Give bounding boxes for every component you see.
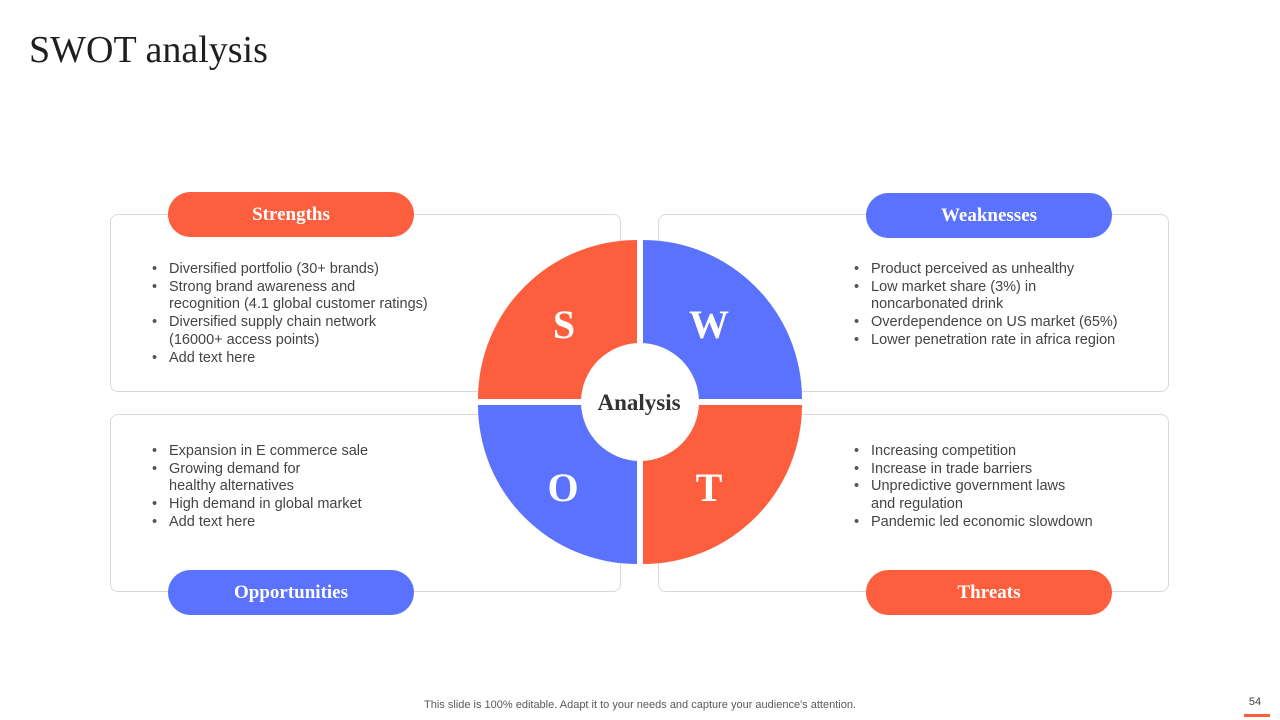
bullet-item: High demand in global market <box>150 496 480 514</box>
bullet-item: Expansion in E commerce sale <box>150 443 480 461</box>
weaknesses-list: Product perceived as unhealthyLow market… <box>852 261 1152 350</box>
page-number-underline <box>1244 714 1270 717</box>
bullet-line: Add text here <box>169 513 256 530</box>
wheel-segment-t <box>643 405 802 564</box>
letter-t: T <box>696 465 723 510</box>
opportunities-pill: Opportunities <box>168 570 414 615</box>
bullet-item: Pandemic led economic slowdown <box>852 514 1152 532</box>
bullet-line: Unpredictive government laws <box>871 478 1066 495</box>
bullet-line: and regulation <box>871 496 963 513</box>
bullet-line: Lower penetration rate in africa region <box>871 331 1116 348</box>
bullet-line: Strong brand awareness and <box>169 278 356 295</box>
bullet-line: recognition (4.1 global customer ratings… <box>169 296 428 313</box>
bullet-line: (16000+ access points) <box>169 331 320 348</box>
bullet-line: Diversified portfolio (30+ brands) <box>169 261 379 277</box>
bullet-item: Increase in trade barriers <box>852 461 1152 479</box>
bullet-item: Add text here <box>150 350 480 368</box>
strengths-list: Diversified portfolio (30+ brands)Strong… <box>150 261 480 367</box>
weaknesses-pill: Weaknesses <box>866 193 1112 238</box>
letter-o: O <box>547 465 578 510</box>
wheel-segment-o <box>478 405 637 564</box>
bullet-line: Growing demand for <box>169 460 301 477</box>
bullet-item: Diversified supply chain network(16000+ … <box>150 314 480 349</box>
threats-pill: Threats <box>866 570 1112 615</box>
letter-s: S <box>553 302 575 347</box>
bullet-line: Overdependence on US market (65%) <box>871 314 1118 331</box>
strengths-pill: Strengths <box>168 192 414 237</box>
letter-w: W <box>689 302 729 347</box>
page-title: SWOT analysis <box>29 29 268 71</box>
bullet-line: Pandemic led economic slowdown <box>871 513 1093 530</box>
center-label: Analysis <box>597 390 680 415</box>
swot-wheel: S W O T Analysis <box>478 240 802 564</box>
bullet-line: Low market share (3%) in <box>871 278 1037 295</box>
bullet-item: Lower penetration rate in africa region <box>852 332 1152 350</box>
bullet-line: healthy alternatives <box>169 478 294 495</box>
wheel-segment-w <box>643 240 802 399</box>
footer-note: This slide is 100% editable. Adapt it to… <box>424 699 856 711</box>
bullet-item: Add text here <box>150 514 480 532</box>
bullet-item: Diversified portfolio (30+ brands) <box>150 261 480 279</box>
opportunities-list: Expansion in E commerce saleGrowing dema… <box>150 443 480 532</box>
bullet-item: Overdependence on US market (65%) <box>852 314 1152 332</box>
bullet-line: Product perceived as unhealthy <box>871 261 1075 277</box>
threats-list: Increasing competitionIncrease in trade … <box>852 443 1152 532</box>
bullet-item: Increasing competition <box>852 443 1152 461</box>
bullet-line: Diversified supply chain network <box>169 314 377 331</box>
page-number: 54 <box>1248 696 1262 708</box>
bullet-line: noncarbonated drink <box>871 296 1004 313</box>
bullet-line: Increase in trade barriers <box>871 460 1033 477</box>
bullet-item: Product perceived as unhealthy <box>852 261 1152 279</box>
bullet-line: High demand in global market <box>169 496 362 513</box>
bullet-line: Increasing competition <box>871 443 1017 459</box>
wheel-segment-s <box>478 240 637 399</box>
bullet-line: Expansion in E commerce sale <box>169 443 369 459</box>
wheel-center-circle <box>581 343 699 461</box>
bullet-line: Add text here <box>169 349 256 366</box>
